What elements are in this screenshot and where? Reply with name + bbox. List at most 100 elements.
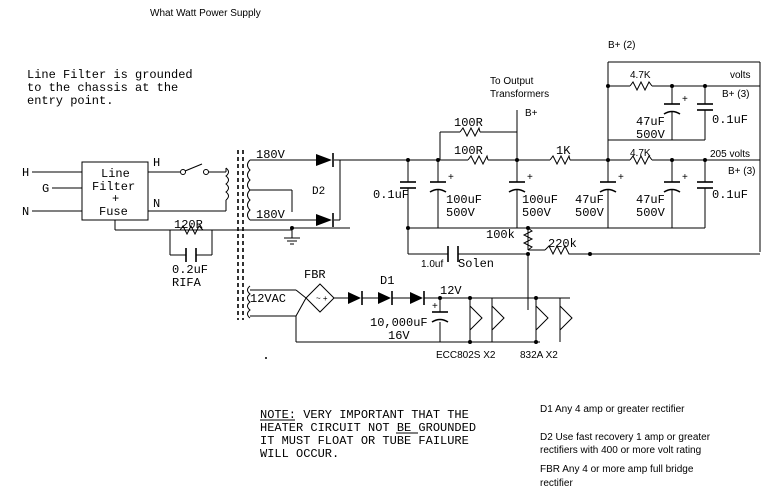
bplus-label: B+ [525,108,538,119]
r100b-resistor-icon [467,154,489,166]
rifa-cap-label-2: RIFA [172,276,202,290]
power-transformer [225,150,251,320]
rifa-cap-label-1: 0.2uF [172,263,208,277]
cap-01b-label: 0.1uF [712,113,748,127]
ecc-label: ECC802S X2 [436,350,496,361]
fbr-note-1: FBR Any 4 or more amp full bridge [540,464,694,475]
heater-note-4: WILL OCCUR. [260,447,339,461]
r1k-label: 1K [556,144,571,158]
r47k-top-resistor-icon [629,80,653,92]
d1-diode-icon-2 [378,291,393,305]
fbr-bridge-icon: ~ + [295,283,335,317]
cap-01c-icon [697,181,713,196]
fbr-label: FBR [304,268,326,282]
solen-cap-icon [447,246,459,262]
cap-10000-icon: + [431,301,449,323]
cap-01b-icon [697,103,713,118]
cap-47a-label-1: 47uF [575,193,604,207]
svg-text:~ +: ~ + [316,294,328,303]
tube-832a-heater-icon [535,305,573,331]
cap-47b-label-2: 500V [636,128,666,142]
r47k-top-label: 4.7K [630,70,651,81]
v205-label: 205 volts [710,149,750,160]
filter-box-line-2: Filter [92,180,135,194]
cap-100a-label-2: 500V [446,206,476,220]
r47k-mid-resistor-icon [629,154,653,166]
junction-dots [290,84,707,344]
cap-10000-label-2: 16V [388,329,410,343]
cap-01a-label: 0.1uF [373,188,409,202]
filter-box-line-1: Line [101,167,130,181]
cap-47a-icon: + [599,172,624,196]
d1-diode-icon-1 [348,291,363,305]
rifa-cap-icon [185,248,197,262]
svg-text:+: + [682,172,688,183]
d2-label: D2 [312,186,325,198]
filter-out-n-label: N [153,197,160,211]
d1-diode-icon-3 [410,291,425,305]
cap-100b-label-2: 500V [522,206,552,220]
r47k-mid-label: 4.7K [630,148,651,159]
input-h-label: H [22,166,29,180]
solen-label: Solen [458,257,494,271]
bplus2-label: B+ (2) [608,40,636,51]
cap-100a-label-1: 100uF [446,193,482,207]
svg-text:+: + [527,172,533,183]
r100b-label: 100R [454,144,483,158]
cap-47c-icon: + [663,172,688,196]
cap-47c-label-1: 47uF [636,193,665,207]
d1-label: D1 [380,274,394,288]
to-output-label-2: Transformers [490,89,549,100]
bplus3-top-label: B+ (3) [722,89,750,100]
r120-resistor-icon [179,224,204,236]
cap-47a-label-2: 500V [575,206,605,220]
r100a-resistor-icon [459,126,481,138]
d2-top-diode-icon [316,153,334,167]
v12-label: 12V [440,284,462,298]
input-n-label: N [22,205,29,219]
cap-47b-icon: + [663,94,688,118]
ecc802s-heater-icon [469,305,505,331]
r100k-resistor-icon [522,227,534,251]
solen-cap-value-label: 1.0uf [421,259,443,270]
secondary-12vac-label: 12VAC [250,292,286,306]
svg-text:+: + [682,94,688,105]
svg-text:+: + [448,172,454,183]
cap-01a-icon [400,181,416,196]
d1-note: D1 Any 4 amp or greater rectifier [540,404,685,415]
cap-47b-label-1: 47uF [636,115,665,129]
r1k-resistor-icon [549,154,571,166]
wiring [32,61,761,343]
d2-note-1: D2 Use fast recovery 1 amp or greater [540,432,711,443]
to-output-label-1: To Output [490,76,534,87]
svg-text:+: + [618,172,624,183]
d2-bottom-diode-icon [316,213,334,227]
bplus3-bottom-label: B+ (3) [728,166,756,177]
schematic-title: What Watt Power Supply [150,8,261,19]
secondary-bottom-label: 180V [256,208,286,222]
fbr-note-2: rectifier [540,478,573,489]
r220k-label: 220k [548,237,577,251]
input-g-label: G [42,182,49,196]
line-filter-note-3: entry point. [27,94,113,108]
chassis-ground-icon [284,237,300,245]
cap-100b-icon: + [508,172,533,196]
filter-box-line-4: Fuse [99,205,128,219]
r100k-label: 100k [486,228,515,242]
line-filter-note-2: to the chassis at the [27,81,178,95]
line-filter-note-1: Line Filter is grounded [27,68,193,82]
secondary-top-label: 180V [256,148,286,162]
heater-note-2: HEATER CIRCUIT NOT BE GROUNDED [260,421,476,435]
cap-47c-label-2: 500V [636,206,666,220]
volts-label: volts [730,70,751,81]
cap-01c-label: 0.1uF [712,188,748,202]
filter-out-h-label: H [153,156,160,170]
d2-note-2: rectifiers with 400 or more volt rating [540,445,701,456]
filter-box-line-3: + [112,192,119,206]
heater-note-1: NOTE: VERY IMPORTANT THAT THE [260,408,469,422]
cap-100a-icon: + [429,172,454,196]
tube-832-label: 832A X2 [520,350,558,361]
r220k-resistor-icon [544,244,575,256]
r100a-label: 100R [454,116,483,130]
